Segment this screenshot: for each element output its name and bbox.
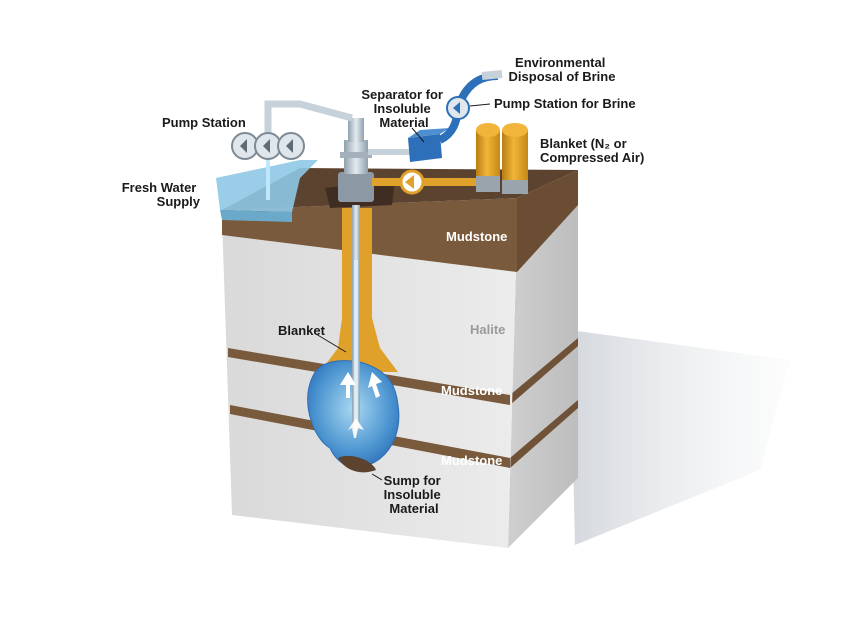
gas-tank-icon (502, 123, 528, 194)
fresh-water-pond-edge (220, 210, 292, 222)
leader-brine-pump (469, 103, 491, 107)
flow-arrow-icon (340, 372, 356, 398)
insoluble-sump (338, 455, 376, 473)
separator-icon (408, 134, 442, 162)
label-blanket-gas: Blanket (N₂ or Compressed Air) (540, 136, 644, 165)
pump-icon (446, 96, 470, 120)
label-pump-station: Pump Station (162, 115, 246, 130)
label-halite: Halite (470, 322, 505, 337)
side-mudstone-band-2 (510, 400, 578, 468)
label-pump-station-brine: Pump Station for Brine (494, 96, 636, 111)
side-mudstone-top (517, 170, 578, 272)
label-separator: Separator for Insoluble Material (361, 87, 446, 130)
label-blanket-cavern: Blanket (278, 323, 326, 338)
wellhead-cap (348, 118, 364, 142)
leader-blanket (315, 333, 347, 353)
label-sump: Sump for Insoluble Material (384, 473, 445, 516)
label-environmental-disposal: Environmental Disposal of Brine (509, 55, 616, 84)
label-fresh-water: Fresh Water Supply (122, 180, 201, 209)
wellhead-flange (340, 152, 372, 158)
label-mudstone-low: Mudstone (441, 453, 502, 468)
ground-shadow (570, 330, 790, 545)
pump-icon (277, 132, 305, 160)
leader-sump (371, 473, 383, 481)
tubing-glow (354, 260, 358, 428)
pump-riser-pipe (264, 100, 353, 148)
label-mudstone-top: Mudstone (446, 229, 507, 244)
flow-arrow-icon (399, 169, 425, 195)
wellhead-base (338, 172, 374, 202)
label-mudstone-mid: Mudstone (441, 383, 502, 398)
brine-disposal-outlet (481, 70, 503, 80)
gas-tank-icon (476, 123, 500, 192)
side-mudstone-band-1 (510, 338, 578, 405)
flow-arrow-icon (368, 372, 382, 398)
flow-arrow-icon (348, 418, 364, 438)
leader-separator (411, 127, 425, 143)
